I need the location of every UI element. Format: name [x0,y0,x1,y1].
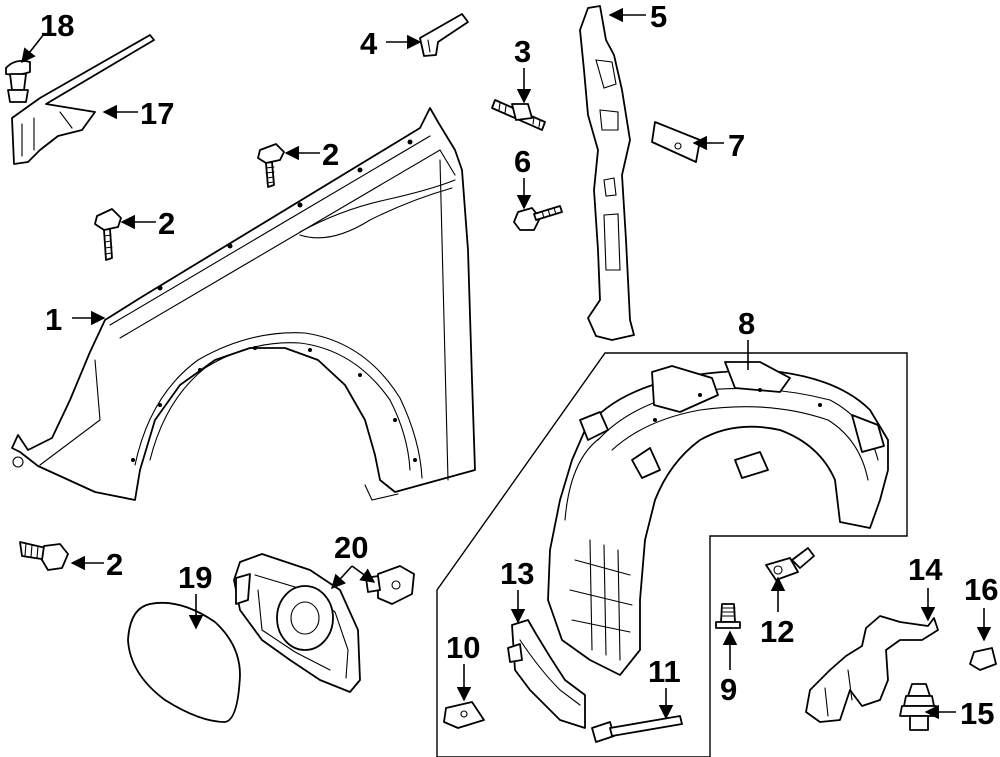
callout-3: 3 [514,34,531,69]
callout-6: 6 [514,144,531,179]
filler-housing-icon [233,553,361,693]
bolt-icon [94,208,122,261]
splash-shield-panel [507,619,586,729]
callout-15: 15 [960,696,994,731]
stud-icon [491,99,546,131]
callout-11: 11 [648,654,681,689]
clip-icon [419,13,469,57]
callout-4: 4 [360,26,378,61]
bolt-icon [257,143,285,188]
callout-2: 2 [158,206,175,241]
liner-group-box [436,352,908,757]
push-pin-icon [591,715,683,743]
plate-icon [651,121,701,163]
callout-10: 10 [446,630,480,665]
fender-panel [11,107,476,501]
callout-17: 17 [140,96,174,131]
callout-16: 16 [964,572,998,607]
callout-20: 20 [334,530,368,565]
callout-14: 14 [908,552,943,587]
wheel-liner-panel [547,361,889,676]
leader-lines [21,7,992,720]
bracket-icon [11,34,155,165]
clip-icon [765,547,815,581]
callout-1: 1 [45,302,62,337]
bolt-icon [19,541,69,571]
callout-2: 2 [106,547,123,582]
clip-icon [969,647,997,671]
callout-7: 7 [728,128,745,163]
actuator-icon [365,565,415,605]
bolt-icon [513,205,563,231]
callout-9: 9 [720,672,737,707]
callout-8: 8 [738,306,755,341]
callout-19: 19 [178,560,212,595]
push-clip-icon [5,59,31,103]
bracket-panel [579,5,635,341]
callout-12: 12 [760,614,794,649]
nut-icon [443,701,485,729]
callout-13: 13 [500,556,534,591]
fuel-door-icon [127,601,241,723]
callout-5: 5 [650,0,667,34]
callout-labels: 1 2 2 2 3 4 5 6 7 8 9 10 11 12 13 14 15 … [40,0,998,731]
bracket-icon [805,615,939,723]
screw-icon [715,603,741,629]
callout-2: 2 [322,137,339,172]
push-clip-icon [899,683,939,731]
callout-18: 18 [40,8,74,43]
